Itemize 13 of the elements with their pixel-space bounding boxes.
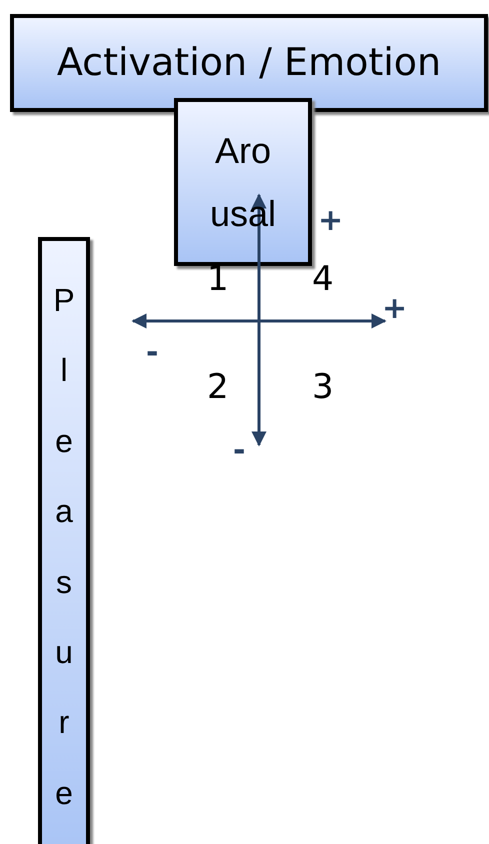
quadrant-number: 4 bbox=[312, 262, 334, 296]
node-label: Activation / Emotion bbox=[56, 40, 442, 86]
quadrant-number: 2 bbox=[207, 370, 229, 404]
node-label: Pleasure bbox=[53, 281, 75, 813]
title-box bbox=[10, 14, 488, 112]
axis-sign: + bbox=[382, 294, 408, 324]
pleasure-bar bbox=[38, 237, 90, 844]
quadrant-number: 1 bbox=[207, 262, 229, 296]
arousal-box bbox=[174, 98, 312, 266]
axis-sign: + bbox=[318, 206, 344, 236]
axis-sign: - bbox=[146, 338, 158, 368]
axis-sign: - bbox=[233, 436, 246, 466]
quadrant-number: 3 bbox=[312, 370, 334, 404]
